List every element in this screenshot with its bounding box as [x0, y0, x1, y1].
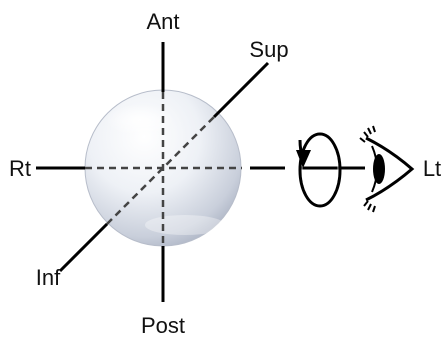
superior-label: Sup: [249, 37, 288, 62]
inferior-axis-line: [58, 222, 109, 273]
right-label: Rt: [9, 156, 31, 181]
superior-axis-line: [212, 61, 270, 119]
inferior-label: Inf: [36, 265, 61, 290]
diagonal-dashed-axis: [106, 116, 215, 225]
rotation-arrow-icon: [296, 132, 342, 208]
left-label: Lt: [423, 156, 441, 181]
anterior-label: Ant: [146, 9, 179, 34]
eye-icon: [359, 125, 415, 213]
posterior-label: Post: [141, 313, 185, 338]
